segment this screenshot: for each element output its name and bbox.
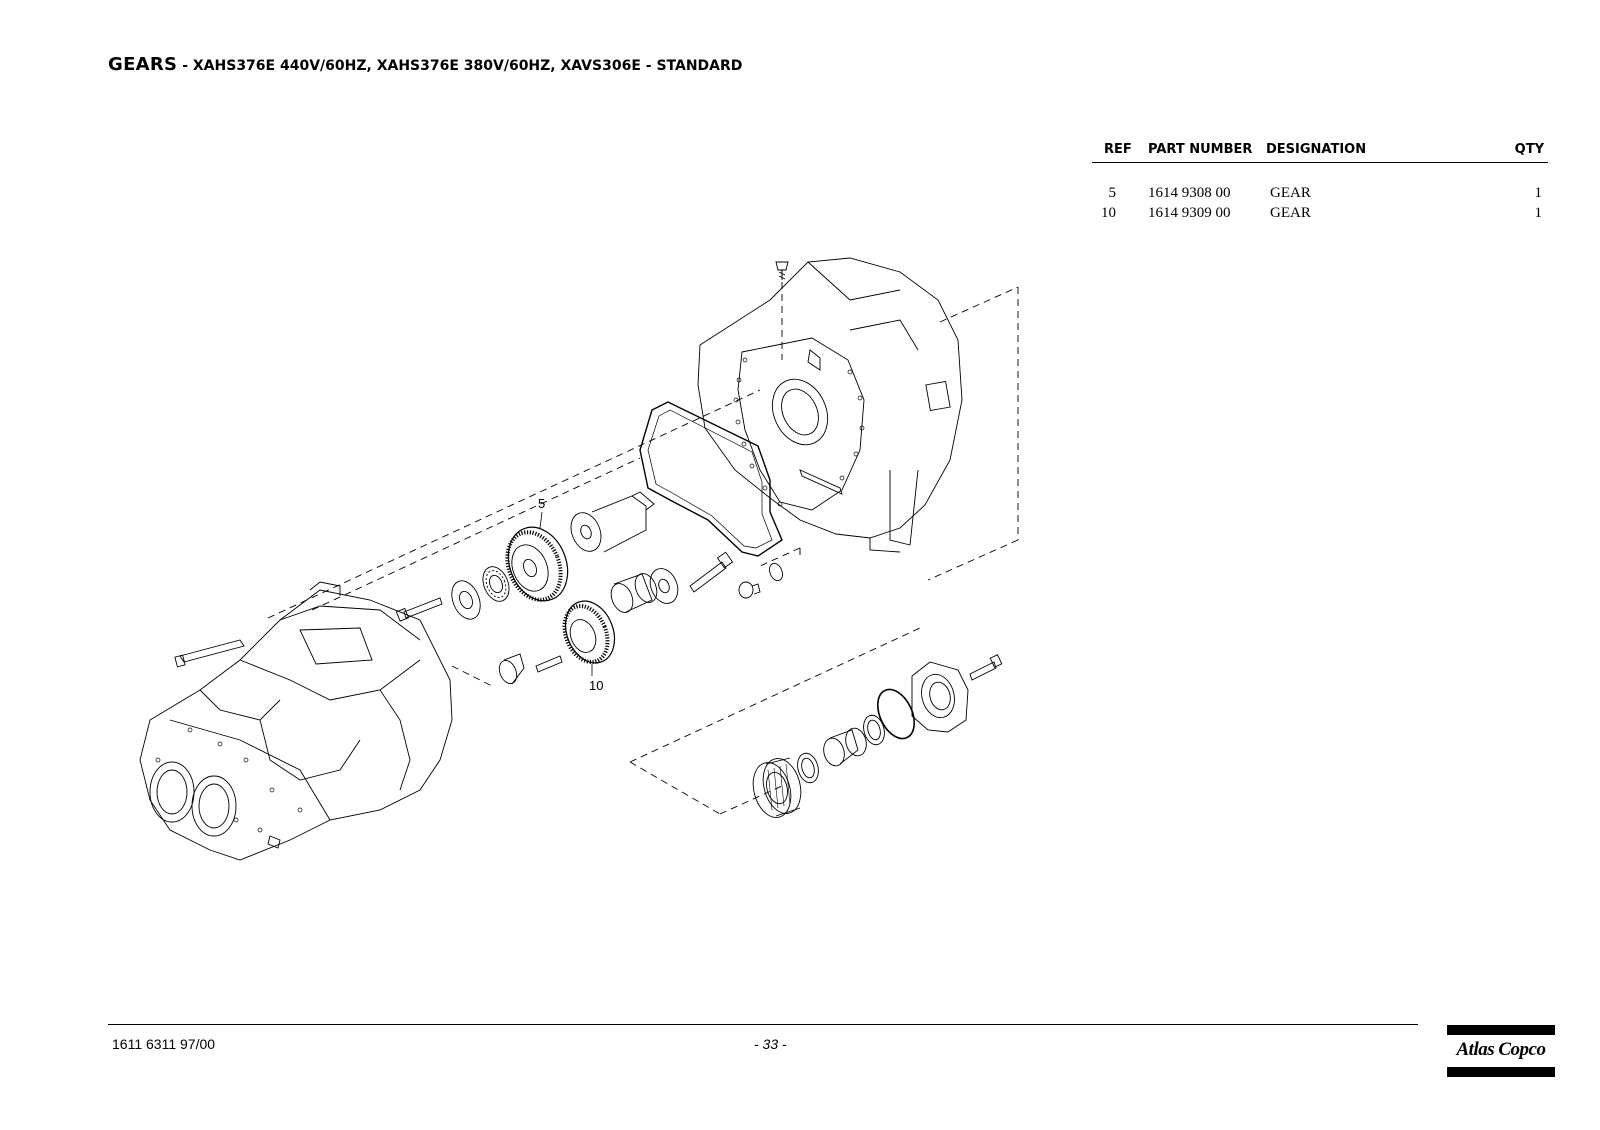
logo-text: Atlas Copco — [1456, 1039, 1546, 1060]
callout-5-leader — [539, 511, 543, 529]
drive-shaft — [570, 491, 655, 553]
row-part-number: 1614 9309 00 — [1148, 205, 1231, 221]
row-part-number: 1614 9308 00 — [1148, 185, 1231, 201]
atlas-copco-logo: Atlas Copco — [1447, 1025, 1555, 1077]
title-main: GEARS — [108, 54, 178, 75]
footer-divider — [108, 1024, 1418, 1025]
row-qty: 1 — [1534, 185, 1543, 201]
row-qty: 1 — [1534, 205, 1543, 221]
page-title: GEARS - XAHS376E 440V/60HZ, XAHS376E 380… — [108, 54, 742, 75]
bearing-small — [482, 566, 510, 602]
logo-bar-top — [1447, 1025, 1555, 1035]
row-designation: GEAR — [1270, 205, 1311, 221]
breather-plug — [775, 261, 789, 280]
plug-center — [738, 581, 761, 599]
gasket — [639, 401, 783, 557]
table-row: 10 1614 9309 00 GEAR 1 — [1092, 205, 1548, 225]
sleeve — [610, 568, 679, 613]
row-designation: GEAR — [1270, 185, 1311, 201]
row-ref: 5 — [1108, 185, 1117, 201]
ring-lower — [498, 653, 525, 685]
bearing-cover — [911, 661, 969, 733]
document-number: 1611 6311 97/00 — [112, 1036, 216, 1052]
alignment-guides — [267, 270, 1019, 815]
bearing-assembly — [752, 757, 802, 818]
logo-bar-bottom — [1447, 1067, 1555, 1077]
ring-small — [769, 562, 783, 582]
col-qty: QTY — [1514, 142, 1544, 157]
gear-ref-10 — [562, 600, 616, 664]
col-designation: DESIGNATION — [1266, 142, 1367, 157]
page-number: - 33 - — [754, 1036, 787, 1052]
title-models: - XAHS376E 440V/60HZ, XAHS376E 380V/60HZ… — [177, 58, 743, 74]
parts-table-header: REF PART NUMBER DESIGNATION QTY — [1092, 142, 1548, 163]
bolt-left — [395, 597, 443, 622]
parts-table: REF PART NUMBER DESIGNATION QTY 5 1614 9… — [1092, 142, 1548, 225]
col-part-number: PART NUMBER — [1148, 142, 1253, 157]
gear-housing — [697, 257, 963, 553]
callout-5: 5 — [538, 496, 545, 511]
col-ref: REF — [1104, 142, 1132, 157]
compressor-element — [139, 581, 453, 861]
bolt-lower — [969, 654, 1003, 681]
ring-a — [797, 752, 819, 784]
table-row: 5 1614 9308 00 GEAR 1 — [1092, 185, 1548, 205]
o-ring — [877, 688, 915, 740]
ring-b — [863, 714, 885, 746]
callout-10: 10 — [589, 678, 603, 693]
flange-plate — [451, 580, 481, 620]
bolt-center — [689, 551, 734, 593]
row-ref: 10 — [1101, 205, 1116, 221]
sleeve-lower — [823, 727, 867, 767]
key-pin — [535, 655, 563, 673]
gear-ref-5 — [505, 526, 569, 602]
